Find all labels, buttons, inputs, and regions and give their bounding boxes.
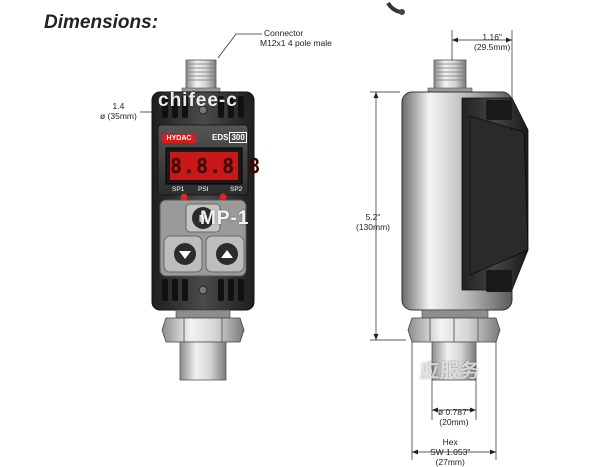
top-width-label-mm: (29.5mm) (474, 42, 511, 52)
side-view (401, 59, 529, 381)
hex-label: Hex SW 1.053" (27mm) (430, 437, 470, 467)
connector-label: Connector M12x1 4 pole male (260, 28, 332, 48)
psi-label: PSI (198, 186, 209, 193)
watermark-bottom: 应服务 (420, 361, 481, 382)
height-label-mm: (130mm) (356, 222, 391, 232)
dimension-lines (370, 30, 513, 460)
connector-label-line2: M12x1 4 pole male (260, 38, 332, 48)
stem-diameter-mm: (20mm) (439, 417, 469, 427)
sp2-label: SP2 (230, 186, 243, 193)
hex-label-title: Hex (442, 437, 458, 447)
watermark-top: chifee-c (158, 90, 238, 111)
diameter-label-value: 1.4 (112, 101, 125, 111)
model-suffix: 300 (229, 132, 247, 143)
stem-diameter-value: ø 0.787" (438, 407, 470, 417)
diameter-label-mm: ø (35mm) (100, 111, 137, 121)
svg-text:M: M (199, 214, 207, 225)
page-title: Dimensions: (44, 12, 159, 33)
sp1-label: SP1 (172, 186, 185, 193)
watermark-middle: MP-1 (200, 208, 250, 229)
connector-cable-icon (386, 1, 405, 15)
top-width-label: 1.16" (29.5mm) (474, 32, 510, 52)
model-name: EDS (212, 133, 229, 142)
top-width-label-value: 1.16" (482, 32, 502, 42)
led-display: 8.8.8.8 (170, 154, 262, 178)
brand-label: HYDAC (166, 135, 192, 142)
stem-diameter-label: ø 0.787" (20mm) (438, 407, 470, 427)
front-view: M (151, 59, 255, 381)
height-label: 5.2" (130mm) (356, 212, 390, 232)
height-label-value: 5.2" (365, 212, 381, 222)
hex-label-mm: (27mm) (435, 457, 465, 467)
diameter-label: 1.4 ø (35mm) (100, 101, 137, 121)
hex-label-value: SW 1.053" (430, 447, 471, 457)
connector-label-line1: Connector (264, 28, 304, 38)
